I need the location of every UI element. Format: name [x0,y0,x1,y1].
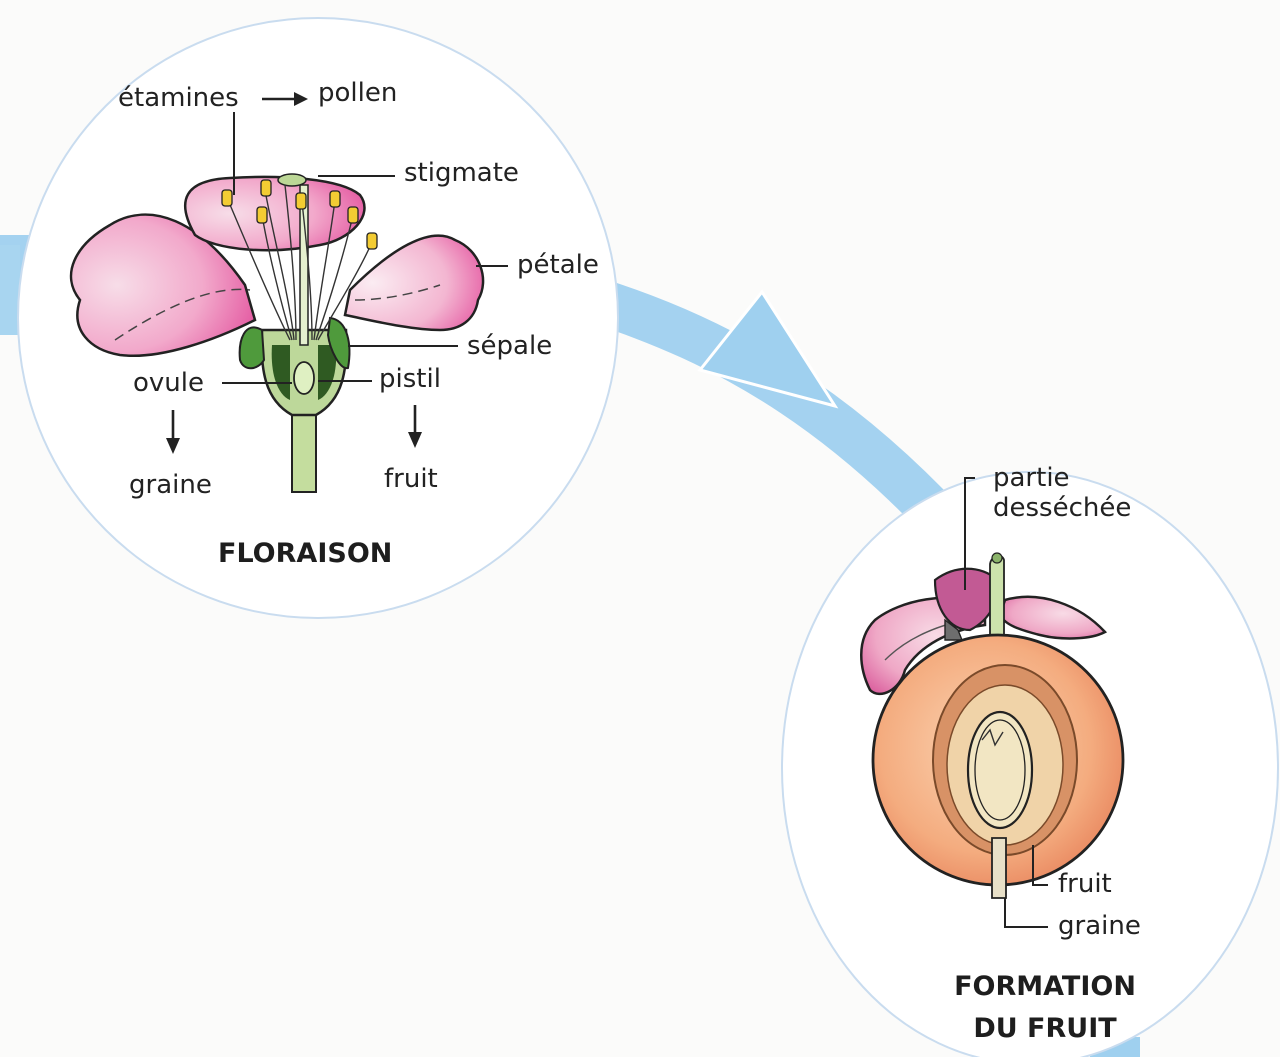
stigma-shape [278,174,306,186]
dried-style [990,556,1004,640]
label-sepale: sépale [467,333,552,359]
label-stigmate: stigmate [404,160,519,186]
sepal-left [240,327,264,368]
label-partie: partie [993,465,1070,491]
label-fruit: fruit [384,466,438,492]
anther [330,191,340,207]
title-formation-line2: DU FRUIT [925,1015,1165,1042]
label-etamines: étamines [118,85,239,111]
arc-arrow-head [700,292,835,406]
anther [257,207,267,223]
label-pollen: pollen [318,80,397,106]
label-graine: graine [129,472,212,498]
title-formation-line1: FORMATION [925,973,1165,1000]
label-graine-2: graine [1058,913,1141,939]
anther [261,180,271,196]
anther [348,207,358,223]
fruit-stalk [992,838,1006,898]
ovule-shape [294,362,314,394]
label-pistil: pistil [379,366,441,392]
anther [222,190,232,206]
label-dessechee: desséchée [993,495,1131,521]
label-petale: pétale [517,252,599,278]
anther [367,233,377,249]
cycle-arc-left-stub [0,245,20,335]
label-ovule: ovule [133,370,204,396]
anther [296,193,306,209]
title-floraison: FLORAISON [218,540,392,567]
label-fruit-2: fruit [1058,871,1112,897]
seed [968,712,1032,828]
